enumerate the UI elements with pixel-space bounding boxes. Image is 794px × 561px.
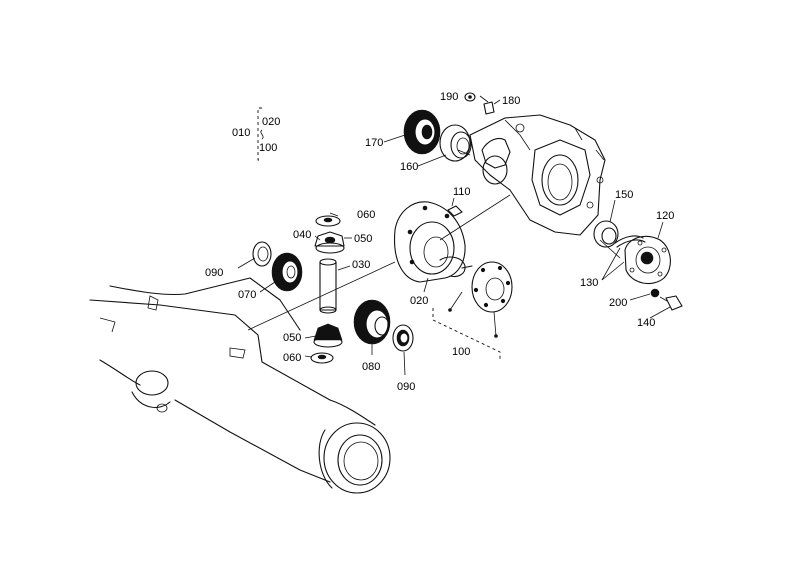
part-150-bearing: [593, 220, 619, 248]
label-110: 110: [453, 186, 471, 198]
part-160-bearing: [439, 124, 472, 162]
label-100-top: 100: [259, 142, 277, 154]
label-100: 100: [452, 346, 470, 358]
axle-housing: [89, 277, 391, 494]
part-140-bolt: [659, 295, 683, 311]
part-020-differential-case: [393, 201, 466, 283]
label-020-top: 020: [262, 116, 280, 128]
label-080: 080: [362, 361, 380, 373]
label-170: 170: [365, 137, 383, 149]
label-130: 130: [580, 277, 598, 289]
part-080-side-gear: [353, 299, 391, 345]
label-180: 180: [502, 95, 520, 107]
part-120-cover: [624, 235, 671, 285]
part-190-nut: [464, 92, 476, 102]
label-150: 150: [615, 189, 633, 201]
label-140: 140: [637, 317, 655, 329]
label-010: 010: [232, 127, 250, 139]
bracket-100: [432, 308, 501, 360]
part-200-washer: [650, 288, 660, 298]
part-050-gear-top: [314, 231, 345, 254]
part-100-flange: [448, 261, 513, 338]
part-060-washer-bottom: [310, 352, 334, 364]
label-060-bottom: 060: [283, 352, 301, 364]
leader-lines: [237, 95, 671, 376]
part-060-washer-top: [315, 215, 341, 227]
part-170-gear: [403, 109, 441, 155]
part-030-shaft: [319, 258, 337, 314]
bracket-010: [257, 107, 262, 161]
part-090-washer-bottom: [392, 324, 414, 352]
label-090-bottom: 090: [397, 381, 415, 393]
label-120: 120: [656, 210, 674, 222]
callout-labels: 010 020 100 190 180 170 160 110 060 040 …: [205, 91, 674, 393]
part-050-gear-bottom: [313, 323, 343, 348]
label-090-left: 090: [205, 267, 223, 279]
part-110-pin: [447, 205, 463, 217]
label-030: 030: [352, 259, 370, 271]
transmission-case: [469, 114, 606, 236]
label-200: 200: [609, 297, 627, 309]
part-090-washer-left: [252, 241, 272, 267]
part-180-washer: [483, 101, 495, 115]
label-160: 160: [400, 161, 418, 173]
label-050-bottom: 050: [283, 332, 301, 344]
label-070: 070: [238, 289, 256, 301]
label-040: 040: [293, 229, 311, 241]
label-020: 020: [410, 295, 428, 307]
label-050-top: 050: [354, 233, 372, 245]
bracket-010-tilde: [260, 129, 264, 140]
label-190: 190: [440, 91, 458, 103]
part-070-side-gear: [271, 252, 303, 292]
label-060-top: 060: [357, 209, 375, 221]
